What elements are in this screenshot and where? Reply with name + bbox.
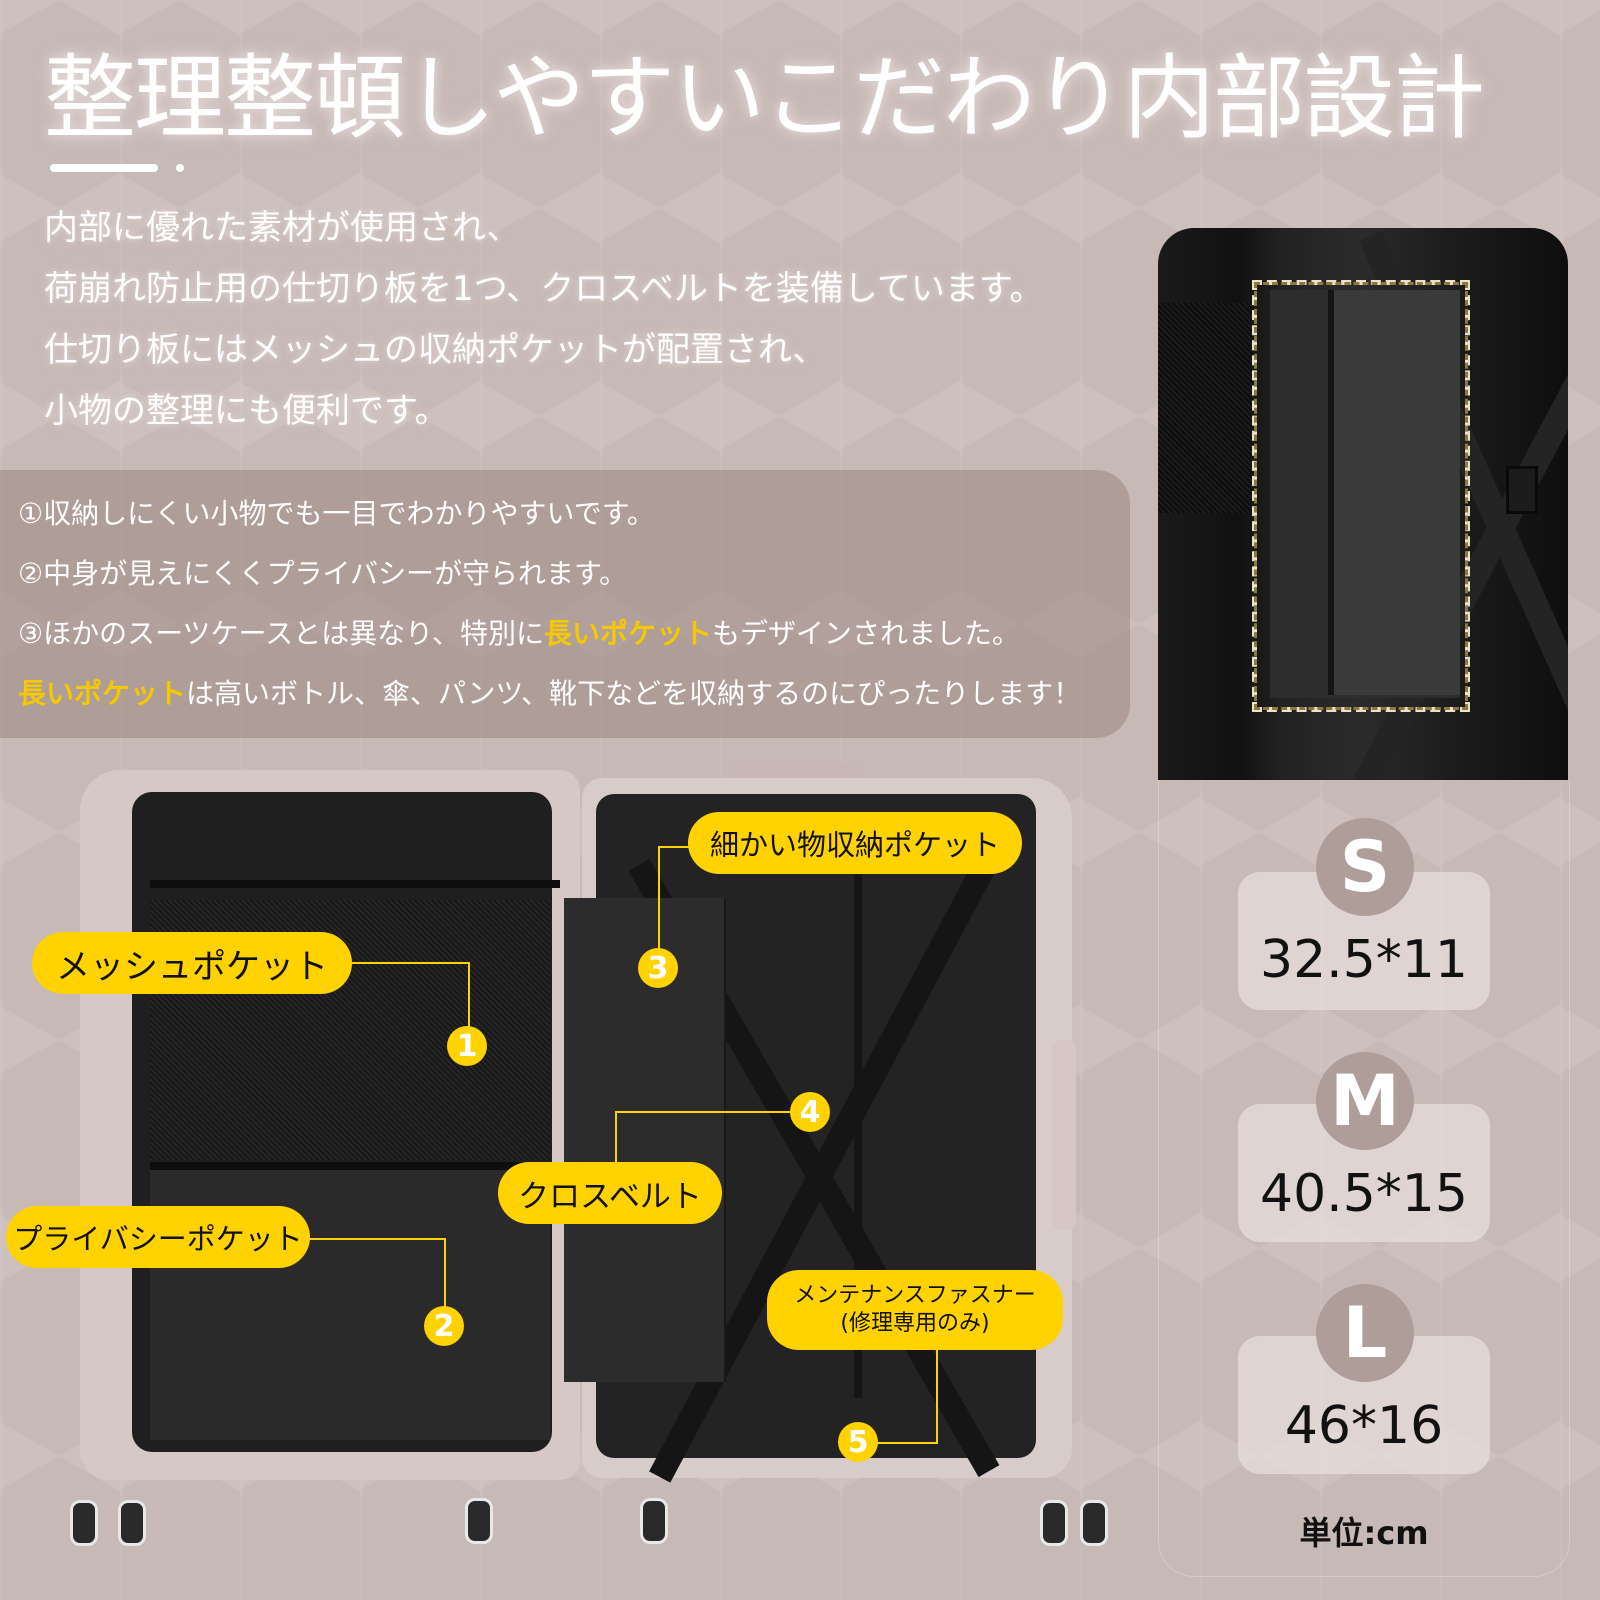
leader-line <box>658 846 690 848</box>
intro-text: 内部に優れた素材が使用され、 荷崩れ防止用の仕切り板を1つ、クロスベルトを装備し… <box>44 198 1043 442</box>
callout-number-3: 3 <box>638 948 678 988</box>
callout-number-2: 2 <box>424 1306 464 1346</box>
feature-line-1: ①収納しにくい小物でも一目でわかりやすいです。 <box>18 497 655 530</box>
leader-line <box>350 962 470 964</box>
leader-line <box>308 1238 446 1240</box>
callout-number-4: 4 <box>790 1092 830 1132</box>
long-pocket-highlight: 長いポケット <box>18 677 187 710</box>
wheel-icon <box>465 1498 493 1544</box>
size-dims-s: 32.5*11 <box>1260 930 1468 990</box>
buckle-icon <box>1506 466 1538 514</box>
callout-maintenance-fastener-title: メンテナンスファスナー <box>794 1283 1036 1308</box>
wheel-icon <box>1080 1500 1108 1546</box>
title-underline <box>50 164 158 172</box>
intro-line-3: 仕切り板にはメッシュの収納ポケットが配置され、 <box>44 330 827 370</box>
long-pocket-highlight: 長いポケット <box>544 617 713 650</box>
leader-line <box>658 846 660 956</box>
mesh-panel <box>1158 303 1253 513</box>
size-badge-s: S <box>1316 818 1414 916</box>
zipper <box>150 1162 560 1170</box>
wheel-icon <box>640 1498 668 1544</box>
size-badge-m: M <box>1316 1052 1414 1150</box>
intro-line-4: 小物の整理にも便利です。 <box>44 391 449 431</box>
feature-panel: ①収納しにくい小物でも一目でわかりやすいです。 ②中身が見えにくくプライバシーが… <box>0 470 1130 738</box>
suitcase-left-half <box>80 770 580 1480</box>
wheel-icon <box>70 1500 98 1546</box>
wheel-icon <box>1040 1500 1068 1546</box>
intro-line-2: 荷崩れ防止用の仕切り板を1つ、クロスベルトを装備しています。 <box>44 269 1044 309</box>
callout-small-items-pocket: 細かい物収納ポケット <box>688 812 1022 874</box>
feature-line-4: 長いポケットは高いボトル、傘、パンツ、靴下などを収納するのにぴったりします！ <box>18 672 1081 712</box>
leader-line <box>936 1350 938 1444</box>
callout-number-1: 1 <box>447 1026 487 1066</box>
zipper <box>150 880 560 888</box>
callout-privacy-pocket: プライバシーポケット <box>6 1206 310 1268</box>
wheel-icon <box>118 1500 146 1546</box>
title-underline-dot <box>176 164 184 172</box>
size-dims-l: 46*16 <box>1284 1396 1444 1456</box>
leader-line <box>444 1238 446 1308</box>
leader-line <box>876 1442 938 1444</box>
unit-label: 単位:cm <box>1299 1514 1429 1552</box>
callout-mesh-pocket: メッシュポケット <box>32 932 352 994</box>
leader-line <box>615 1111 795 1113</box>
intro-line-1: 内部に優れた素材が使用され、 <box>44 208 521 248</box>
feature-line-3-prefix: ③ほかのスーツケースとは異なり、特別に <box>18 617 545 650</box>
suitcase-side-handle <box>1052 1040 1076 1230</box>
size-panel-frame <box>1158 780 1570 1577</box>
size-badge-l: L <box>1316 1284 1414 1382</box>
callout-maintenance-fastener: メンテナンスファスナー (修理専用のみ) <box>767 1270 1063 1350</box>
long-pocket-highlight-frame <box>1252 280 1470 712</box>
suitcase-right-half <box>564 778 1072 1483</box>
feature-line-3: ③ほかのスーツケースとは異なり、特別に長いポケットもデザインされました。 <box>18 612 1020 652</box>
page-title: 整理整頓しやすいこだわり内部設計 <box>44 45 1485 152</box>
feature-line-2: ②中身が見えにくくプライバシーが守られます。 <box>18 557 628 590</box>
leader-line <box>468 962 470 1032</box>
long-pocket-flap <box>1333 290 1460 695</box>
feature-line-4-suffix: は高いボトル、傘、パンツ、靴下などを収納するのにぴったりします！ <box>186 677 1082 710</box>
leader-line <box>615 1111 617 1163</box>
zipper <box>1328 290 1334 695</box>
callout-cross-belt: クロスベルト <box>498 1162 722 1224</box>
callout-maintenance-fastener-subtitle: (修理専用のみ) <box>840 1311 990 1336</box>
size-dims-m: 40.5*15 <box>1260 1164 1468 1224</box>
feature-line-3-suffix: もデザインされました。 <box>712 617 1021 650</box>
long-pocket-photo <box>1158 228 1568 780</box>
callout-number-5: 5 <box>838 1422 878 1462</box>
